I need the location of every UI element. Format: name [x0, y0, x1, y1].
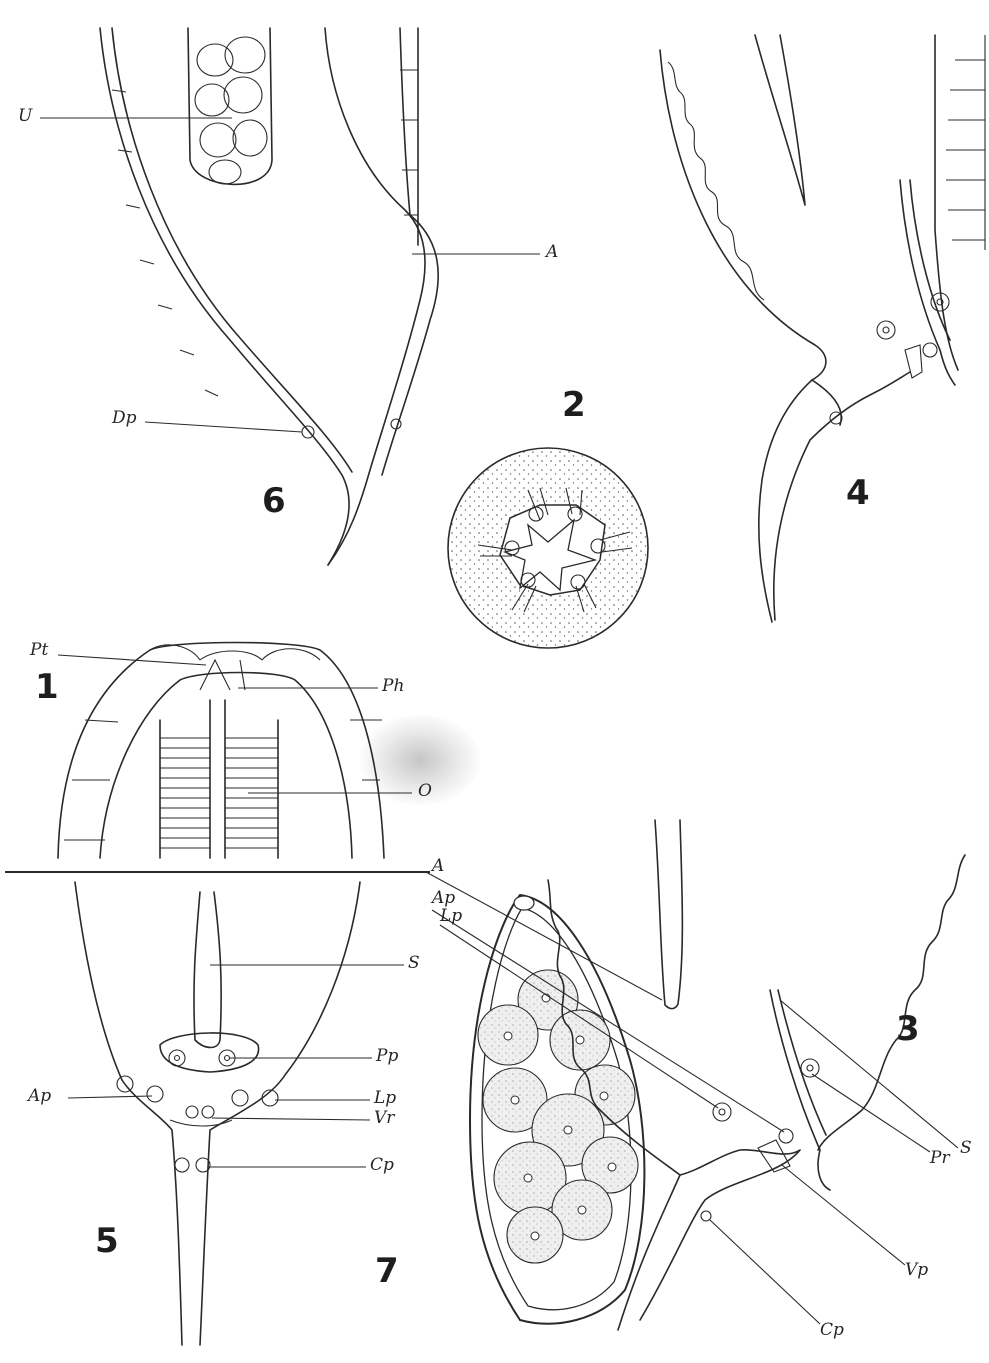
label-pp: Pp	[376, 1048, 398, 1065]
label-cp-fig3: Cp	[820, 1322, 844, 1339]
label-vp: Vp	[905, 1262, 928, 1279]
figure-number-5: 5	[95, 1224, 119, 1258]
label-pt: Pt	[30, 642, 48, 659]
figure-number-6: 6	[262, 484, 286, 518]
label-o: O	[418, 783, 432, 800]
figure-number-2: 2	[562, 388, 586, 422]
label-ph: Ph	[382, 678, 404, 695]
label-ap-fig5: Ap	[28, 1088, 51, 1105]
label-a-fig3: A	[432, 858, 444, 875]
figure-number-4: 4	[846, 476, 870, 510]
label-s-fig3: S	[960, 1140, 972, 1157]
figure-6-drawing	[40, 28, 540, 565]
label-lp-fig3: Lp	[440, 908, 462, 925]
label-pr: Pr	[930, 1150, 950, 1167]
figure-1-drawing	[58, 643, 412, 859]
label-s-fig5: S	[408, 955, 420, 972]
figure-2-drawing	[448, 448, 648, 648]
label-dp: Dp	[112, 410, 137, 427]
label-vr: Vr	[374, 1110, 394, 1127]
label-u: U	[18, 108, 32, 125]
label-ap-fig3: Ap	[432, 890, 455, 907]
label-lp-fig5: Lp	[374, 1090, 396, 1107]
figure-number-7: 7	[375, 1254, 399, 1288]
figure-number-1: 1	[35, 670, 59, 704]
label-cp-fig5: Cp	[370, 1157, 394, 1174]
figure-4-drawing	[660, 35, 985, 622]
figure-number-3: 3	[896, 1012, 920, 1046]
figure-5-drawing	[68, 882, 404, 1345]
label-a-fig6: A	[546, 244, 558, 261]
